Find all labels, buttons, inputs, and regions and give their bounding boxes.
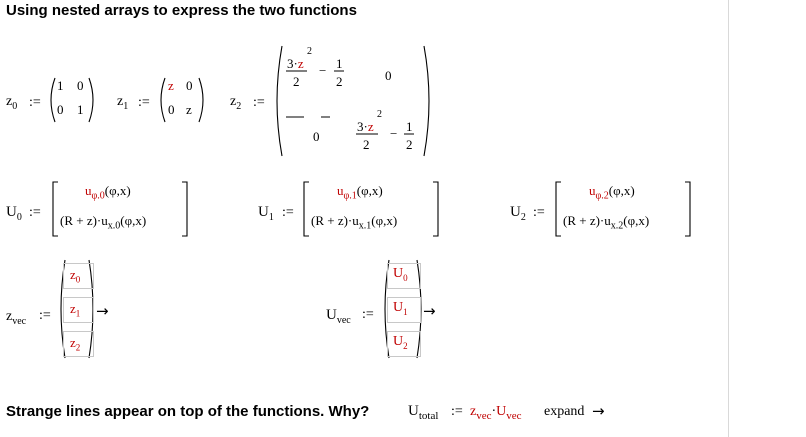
matrix-cell: z — [168, 78, 174, 93]
matrix-cell: 0 — [77, 78, 84, 93]
denominator: 2 — [293, 74, 300, 89]
zvec-label: zvec — [6, 309, 27, 327]
expand-keyword: expand — [544, 404, 585, 419]
assign-op: := — [282, 205, 294, 220]
question-text[interactable]: Strange lines appear on top of the funct… — [6, 403, 370, 420]
vector-element: U2 — [393, 334, 408, 351]
assign-op: := — [138, 95, 150, 110]
matrix-cell: 0 — [385, 68, 392, 83]
vector-element: (R + z)·ux.2(φ,x) — [563, 213, 650, 232]
placeholder-box — [63, 331, 94, 357]
U2-label: U2 — [510, 204, 526, 223]
vector-element: uφ.2(φ,x) — [589, 183, 635, 202]
vector-element: z1 — [70, 301, 81, 319]
U0-label: U0 — [6, 204, 22, 223]
matrix-cell: z — [186, 102, 192, 117]
placeholder-box — [63, 297, 94, 323]
vector-bracket — [555, 181, 691, 237]
matrix-paren — [160, 77, 204, 123]
z0-label: z0 — [6, 94, 18, 112]
vector-element: z2 — [70, 335, 81, 353]
page-margin-line — [728, 0, 729, 437]
evaluation-arrow[interactable]: → — [96, 302, 109, 320]
z2-label: z2 — [230, 94, 242, 112]
matrix-cell: 1 — [77, 102, 84, 117]
assign-op: := — [533, 205, 545, 220]
Uvec-label: Uvec — [326, 307, 351, 326]
assign-op: := — [253, 95, 265, 110]
matrix-cell: 0 — [168, 102, 175, 117]
minus-op: − — [390, 126, 398, 141]
vector-element: uφ.1(φ,x) — [337, 183, 383, 202]
placeholder-box — [387, 331, 421, 357]
matrix-cell: 0 — [186, 78, 193, 93]
denominator: 2 — [363, 137, 370, 152]
minus-op: − — [319, 63, 327, 78]
evaluation-arrow[interactable]: → — [592, 402, 605, 420]
exponent: 2 — [377, 109, 382, 120]
assign-op: := — [362, 307, 374, 322]
denominator: 2 — [406, 137, 413, 152]
z1-label: z1 — [117, 94, 129, 112]
matrix-cell: 0 — [57, 102, 64, 117]
numerator: 3·z — [357, 119, 374, 134]
assign-op: := — [29, 205, 41, 220]
assign-op: := — [29, 95, 41, 110]
header-text[interactable]: Using nested arrays to express the two f… — [6, 2, 357, 19]
numerator: 1 — [406, 119, 413, 134]
matrix-cell: 1 — [57, 78, 64, 93]
U1-label: U1 — [258, 204, 274, 223]
placeholder-box — [63, 263, 94, 289]
vector-element: U0 — [393, 266, 408, 283]
vector-element: (R + z)·ux.0(φ,x) — [60, 213, 147, 232]
vector-element: z0 — [70, 267, 81, 285]
assign-op: := — [451, 404, 463, 419]
placeholder-box — [387, 297, 421, 323]
numerator: 3·z — [287, 56, 304, 71]
matrix-paren — [50, 77, 94, 123]
Utotal-label: Utotal — [408, 403, 439, 422]
numerator: 1 — [336, 56, 343, 71]
vector-element: U1 — [393, 300, 408, 317]
exponent: 2 — [307, 46, 312, 57]
placeholder-box — [387, 263, 421, 289]
expression: zvec·Uvec — [470, 404, 522, 422]
vector-bracket — [52, 181, 188, 237]
vector-element: (R + z)·ux.1(φ,x) — [311, 213, 398, 232]
matrix-cell: 0 — [313, 129, 320, 144]
assign-op: := — [39, 308, 51, 323]
vector-bracket — [303, 181, 439, 237]
evaluation-arrow[interactable]: → — [423, 302, 436, 320]
vector-element: uφ.0(φ,x) — [85, 183, 131, 202]
matrix-paren — [276, 45, 430, 157]
denominator: 2 — [336, 74, 343, 89]
